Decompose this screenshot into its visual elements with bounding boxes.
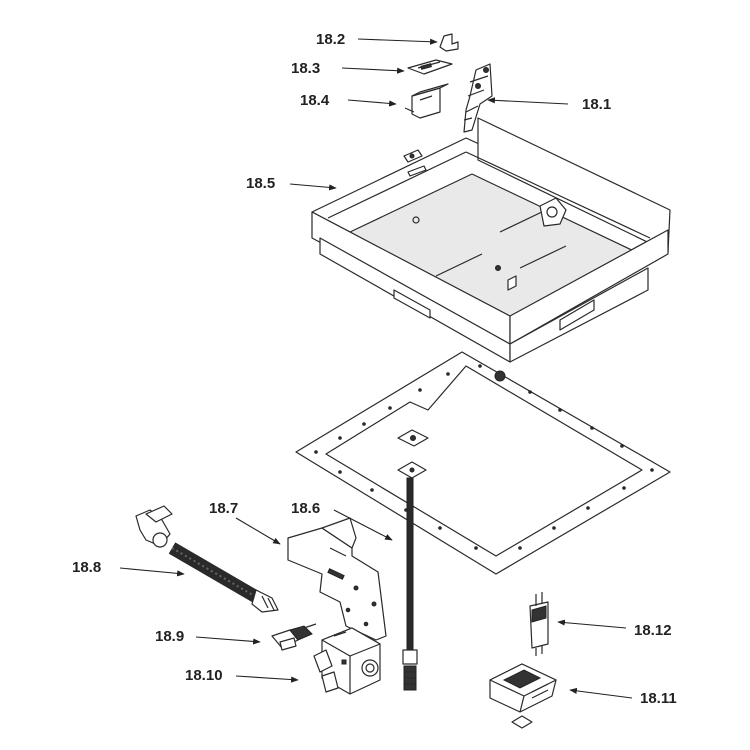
callout-18-6: 18.6 <box>291 500 321 517</box>
part-18-11-ignition-module <box>489 663 557 729</box>
part-18-10-gas-valve <box>313 627 381 695</box>
callout-18-7: 18.7 <box>209 500 239 517</box>
part-18-1-pilot-assembly <box>463 63 493 133</box>
callout-18-11: 18.11 <box>640 690 677 707</box>
part-18-7-valve-bracket <box>287 517 387 641</box>
part-18-3-bracket-plate <box>407 59 453 75</box>
callout-arrows <box>119 38 633 699</box>
part-18-4-angle-bracket <box>404 83 449 119</box>
callout-18-9: 18.9 <box>155 628 185 645</box>
callout-18-5: 18.5 <box>246 175 276 192</box>
part-18-9-wire-connector <box>271 623 317 651</box>
part-18-2-clip <box>439 33 459 52</box>
part-18-5-burner-tray <box>311 117 671 363</box>
gasket-frame <box>295 351 671 575</box>
part-18-6-thermocouple-line <box>397 461 427 691</box>
callout-18-10: 18.10 <box>185 667 223 684</box>
callout-18-8: 18.8 <box>72 559 102 576</box>
callout-18-2: 18.2 <box>316 31 346 48</box>
callout-18-4: 18.4 <box>300 92 330 109</box>
gasket-bolt-holes <box>314 364 654 550</box>
part-18-12-igniter <box>529 592 549 656</box>
callout-18-1: 18.1 <box>582 96 612 113</box>
callout-18-3: 18.3 <box>291 60 321 77</box>
callout-18-12: 18.12 <box>634 622 672 639</box>
part-18-8-flex-gas-line <box>135 505 279 613</box>
